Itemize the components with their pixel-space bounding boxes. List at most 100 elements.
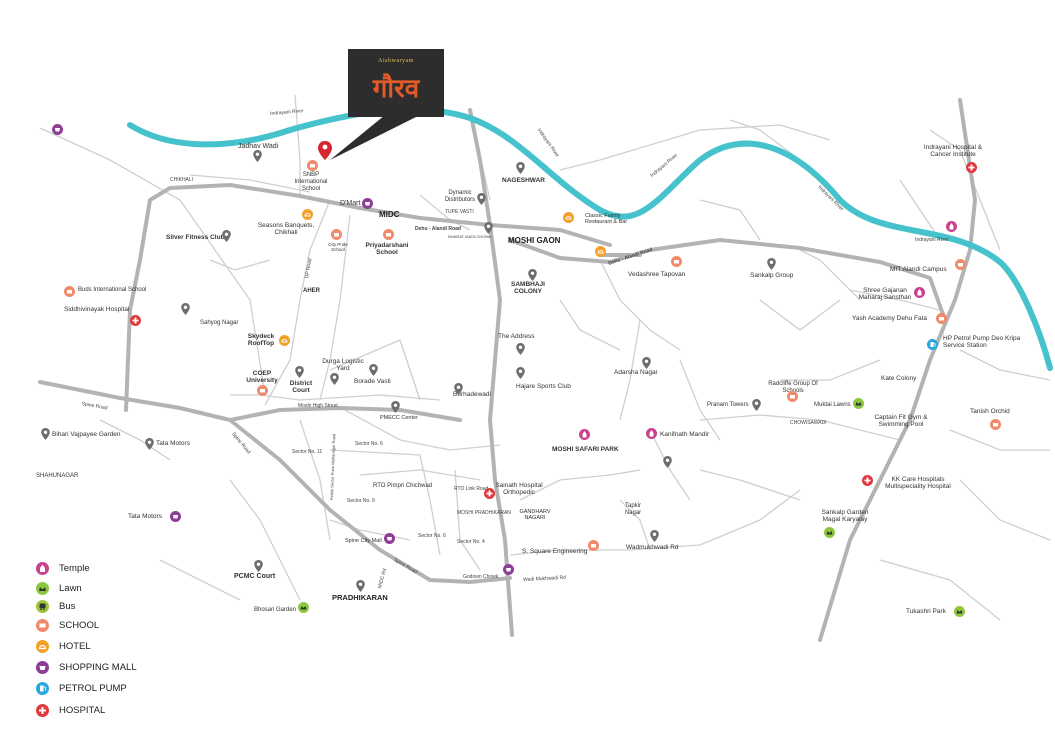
area-label: PRADHIKARAN [332, 593, 388, 602]
minor-roads [39, 94, 1051, 621]
brand-subtitle: Aishwaryam [378, 58, 414, 64]
shopping-mall-icon [36, 661, 49, 674]
school-icon [257, 385, 268, 396]
legend-item-shopping-mall: SHOPPING MALL [36, 661, 137, 674]
road-label: CHIKHALI [170, 177, 194, 183]
school-icon [990, 419, 1001, 430]
project-location-pin [318, 141, 332, 160]
place-label: MIT Alandi Campus [890, 266, 947, 273]
shopping-mall-icon [362, 198, 373, 209]
brand-name: गौरव [372, 74, 420, 104]
legend-item-lawn: Lawn [36, 582, 82, 595]
place-label: Borhadewadi [453, 391, 491, 398]
place-label: Indrayani Hospital & Cancer Institute [923, 144, 983, 159]
place-label: Seasons Banquets, Chikhali [257, 222, 315, 237]
place-label: Skydeck RoofTop [247, 333, 275, 348]
shopping-mall-icon [52, 124, 63, 135]
area-label: Sector No. 11 [292, 449, 323, 455]
place-label: Buds International School [78, 287, 147, 293]
school-icon [936, 313, 947, 324]
legend-label: HOSPITAL [59, 705, 106, 716]
area-label: CHOWISAWADI [790, 420, 827, 426]
area-label: Sector No. 6 [355, 441, 383, 447]
legend-label: Bus [59, 601, 76, 612]
place-label: Sainath Hospital Orthopedic [495, 482, 543, 497]
hospital-icon [966, 162, 977, 173]
petrol-pump-icon [927, 339, 938, 350]
area-label: MOSHI GAON [508, 236, 561, 245]
place-label: City Pride School [328, 242, 348, 253]
hotel-icon [595, 246, 606, 257]
place-label: Kate Colony [881, 375, 917, 382]
place-label: Shree Gajanan Maharaj Sansthan [858, 287, 912, 302]
place-label: Muktai Lawns [814, 402, 851, 408]
brand-logo: Aishwaryam गौरव [348, 49, 444, 117]
place-label: Tukashri Park [906, 608, 946, 615]
place-label: KK Care Hospitals Multispeciality Hospit… [885, 476, 951, 491]
area-label: MOSHI PRADHIKARAN [457, 510, 511, 516]
shopping-mall-icon [503, 564, 514, 575]
road-label: Godown Chowk [463, 574, 499, 580]
place-label: S. Square Engineering [522, 548, 588, 555]
place-label: Tata Motors [128, 513, 162, 520]
place-label: NAGESHWAR [502, 177, 545, 184]
place-label: Borade Vasti [354, 378, 391, 385]
shopping-mall-icon [170, 511, 181, 522]
place-label: Siddhivinayak Hospital [64, 306, 130, 313]
school-icon [383, 229, 394, 240]
place-label: Radcliffe Group Of Schools [768, 381, 818, 394]
river-label: Indrayani River [915, 237, 949, 243]
place-label: Tanish Orchid [970, 408, 1010, 415]
temple-icon [579, 429, 590, 440]
legend-label: SCHOOL [59, 620, 100, 631]
hotel-icon [563, 212, 574, 223]
road-label: Dehu - Alandi Road [415, 226, 461, 232]
legend-item-hotel: HOTEL [36, 640, 91, 653]
logo-callout-pointer [330, 115, 420, 160]
school-icon [36, 619, 49, 632]
lawn-icon [298, 602, 309, 613]
indrayani-river [127, 106, 1053, 371]
hospital-icon [36, 704, 49, 717]
legend-item-temple: Temple [36, 562, 90, 575]
road-label: RTO Link Road [454, 486, 489, 492]
area-label: Sector No. 4 [457, 539, 485, 545]
place-label: SNBP International School [294, 172, 328, 192]
legend-item-hospital: HOSPITAL [36, 704, 105, 717]
bus-icon [36, 600, 49, 613]
place-label: Priyadarshani School [365, 242, 409, 257]
temple-icon [646, 428, 657, 439]
legend-item-petrol-pump: PETROL PUMP [36, 682, 127, 695]
school-icon [955, 259, 966, 270]
lawn-icon [824, 527, 835, 538]
road-label: Moshi High Street [298, 403, 338, 409]
school-icon [64, 286, 75, 297]
area-label: SHAHUNAGAR [36, 473, 79, 479]
lawn-icon [954, 606, 965, 617]
place-label: Hajare Sports Club [516, 383, 571, 390]
place-label: COEP University [246, 370, 278, 385]
legend-label: Lawn [59, 583, 82, 594]
place-label: Jadhav Wadi [238, 143, 279, 150]
legend-item-bus: Bus [36, 600, 75, 613]
place-label: Tapkir Nagar [624, 503, 642, 516]
hospital-icon [130, 315, 141, 326]
place-label: Yash Academy Dehu Fata [852, 315, 928, 322]
school-icon [307, 160, 318, 171]
school-icon [588, 540, 599, 551]
place-label: District Court [289, 380, 313, 395]
place-label: Classic Family Restaurant & Bar [585, 213, 628, 226]
temple-icon [946, 221, 957, 232]
area-label: Sector No. 6 [418, 533, 446, 539]
temple-icon [36, 562, 49, 575]
hospital-icon [862, 475, 873, 486]
area-label: Sector No. 9 [347, 498, 375, 504]
place-label: Tata Motors [156, 440, 190, 447]
place-label: Durga Logistic Yard [322, 358, 364, 373]
place-label: Bhosari Garden [254, 607, 297, 613]
place-label: Vedashree Tapovan [628, 271, 686, 278]
place-label: The Address [498, 333, 535, 340]
hotel-icon [302, 209, 313, 220]
